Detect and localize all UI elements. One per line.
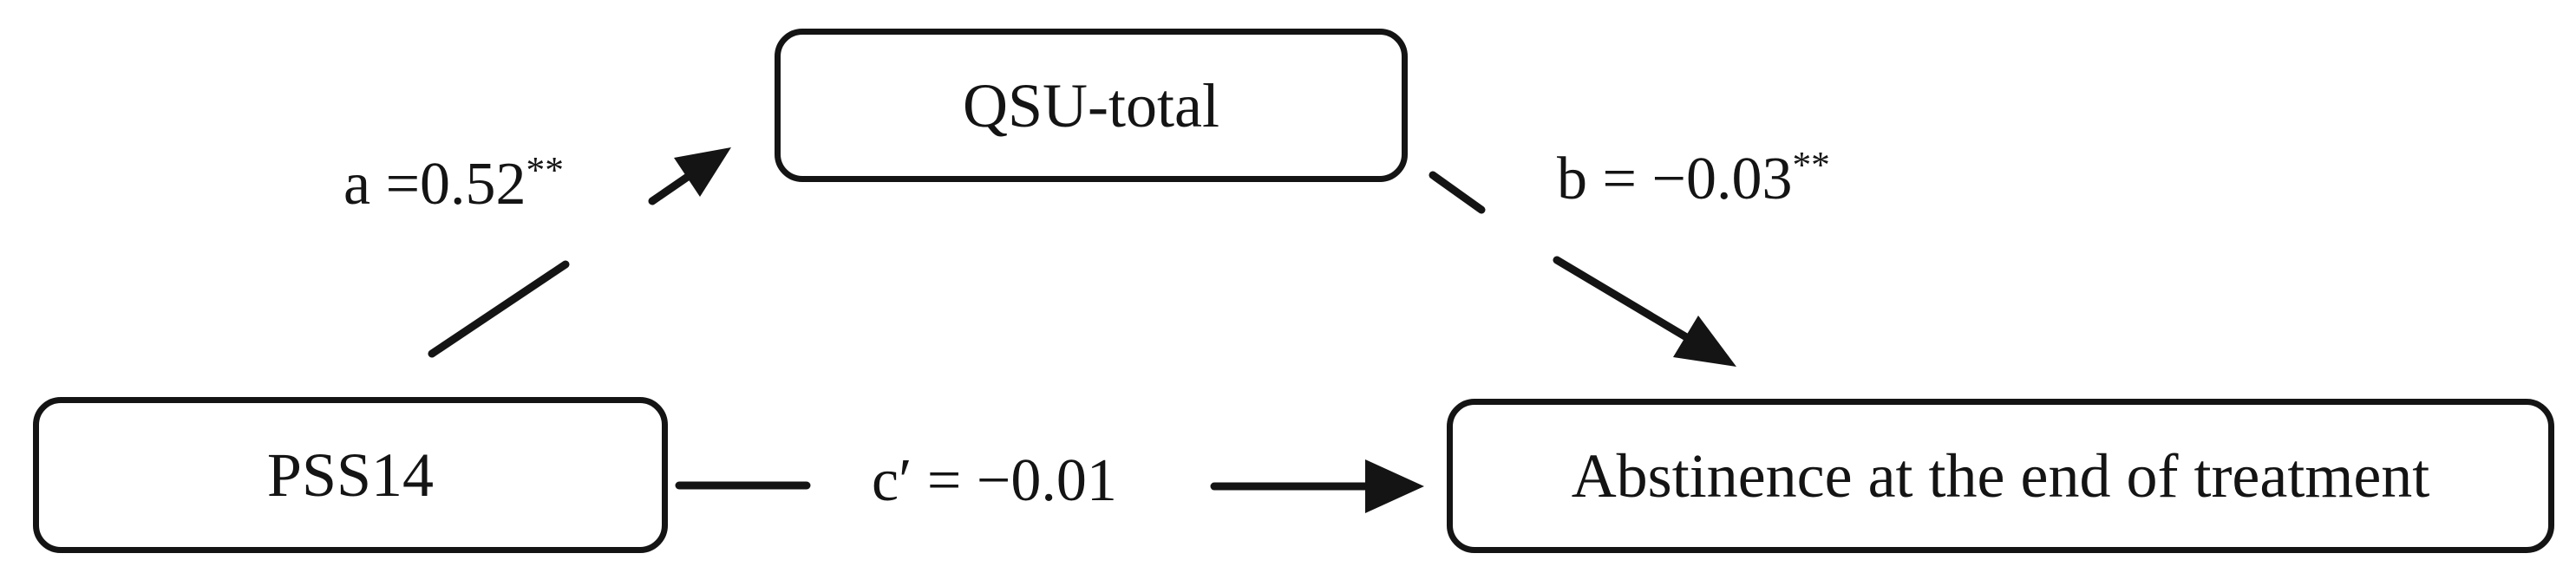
path-b-arrowhead-icon <box>1673 316 1736 367</box>
path-b-segment-lower <box>1553 256 1692 342</box>
predictor-label: PSS14 <box>266 440 435 510</box>
path-a-value: a =0.52 <box>343 151 526 218</box>
path-c-value: c′ = −0.01 <box>872 447 1117 514</box>
path-b-coefficient: b = −0.03** <box>1557 146 1830 212</box>
path-a-segment-lower <box>428 260 570 358</box>
path-a-arrowhead-icon <box>674 147 731 197</box>
path-a-coefficient: a =0.52** <box>343 151 564 218</box>
predictor-box: PSS14 <box>33 397 668 553</box>
path-c-coefficient: c′ = −0.01 <box>872 451 1117 511</box>
path-b-significance: ** <box>1792 144 1830 186</box>
mediator-label: QSU-total <box>963 70 1219 140</box>
path-b-value: b = −0.03 <box>1557 146 1793 212</box>
path-c-arrowhead-icon <box>1365 459 1424 513</box>
path-b-segment-upper <box>1429 171 1486 214</box>
outcome-box: Abstinence at the end of treatment <box>1447 399 2554 553</box>
mediator-box: QSU-total <box>775 29 1408 182</box>
outcome-label: Abstinence at the end of treatment <box>1571 441 2430 511</box>
path-a-significance: ** <box>526 149 564 192</box>
